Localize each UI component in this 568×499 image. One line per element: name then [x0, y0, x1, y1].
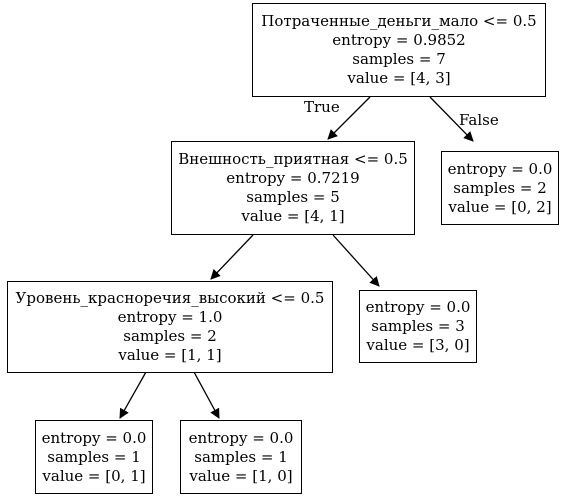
edge-n3-to-n5 — [119, 371, 147, 419]
tree-leaf-5: entropy = 0.0 samples = 1 value = [0, 1] — [35, 420, 153, 494]
node-entropy: entropy = 0.0 — [188, 428, 294, 447]
tree-node-root: Потраченные_деньги_мало <= 0.5 entropy =… — [252, 3, 546, 97]
node-samples: samples = 7 — [352, 50, 446, 68]
tree-node-3: Уровень_красноречия_высокий <= 0.5 entro… — [7, 281, 333, 373]
tree-leaf-4: entropy = 0.0 samples = 3 value = [3, 0] — [359, 290, 477, 363]
node-value: value = [3, 0] — [366, 336, 470, 354]
edge-n1-to-n3 — [210, 234, 254, 280]
node-entropy: entropy = 0.9852 — [332, 31, 466, 49]
tree-node-1: Внешность_приятная <= 0.5 entropy = 0.72… — [171, 141, 415, 235]
node-samples: samples = 3 — [371, 317, 465, 335]
node-value: value = [1, 1] — [118, 346, 222, 364]
node-samples: samples = 2 — [453, 178, 547, 197]
node-samples: samples = 1 — [47, 447, 141, 466]
edge-label-true: True — [304, 98, 340, 116]
node-value: value = [0, 2] — [448, 197, 552, 216]
edge-label-false: False — [459, 111, 499, 129]
node-samples: samples = 1 — [194, 447, 288, 466]
node-entropy: entropy = 0.7219 — [226, 169, 360, 187]
node-value: value = [1, 0] — [189, 466, 293, 485]
edge-root-to-n1 — [327, 96, 371, 140]
edge-n1-to-n4 — [332, 234, 380, 287]
node-condition: Уровень_красноречия_высокий <= 0.5 — [15, 289, 325, 307]
edge-n3-to-n6 — [193, 371, 220, 419]
node-value: value = [4, 1] — [241, 207, 345, 225]
node-entropy: entropy = 0.0 — [447, 159, 553, 178]
node-value: value = [0, 1] — [42, 466, 146, 485]
node-samples: samples = 2 — [123, 327, 217, 345]
tree-leaf-2: entropy = 0.0 samples = 2 value = [0, 2] — [441, 151, 559, 225]
edge-root-to-n2 — [429, 96, 474, 142]
node-value: value = [4, 3] — [347, 69, 451, 87]
node-condition: Внешность_приятная <= 0.5 — [178, 150, 408, 168]
node-entropy: entropy = 0.0 — [365, 298, 471, 316]
tree-leaf-6: entropy = 0.0 samples = 1 value = [1, 0] — [180, 420, 302, 494]
node-entropy: entropy = 1.0 — [117, 308, 223, 326]
node-samples: samples = 5 — [246, 188, 340, 206]
node-condition: Потраченные_деньги_мало <= 0.5 — [261, 12, 537, 30]
node-entropy: entropy = 0.0 — [41, 428, 147, 447]
